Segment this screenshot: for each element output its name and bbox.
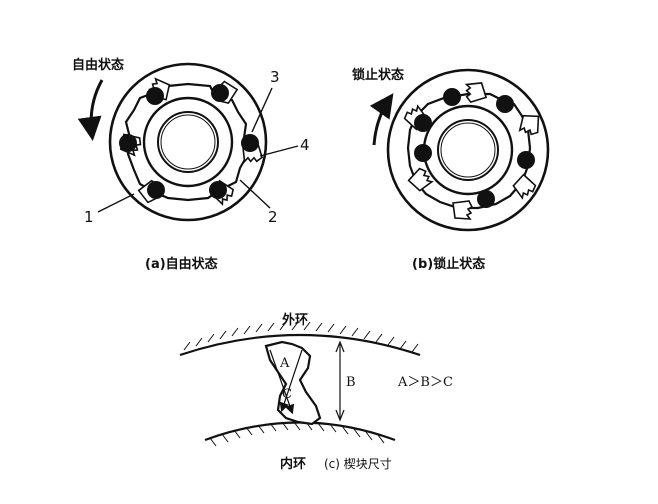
roller-b5 xyxy=(414,144,432,162)
dimension-a-label: A xyxy=(279,356,290,371)
cage-a xyxy=(124,82,250,202)
caption-b: (b)锁止状态 xyxy=(412,256,485,272)
inner-bore-edge-b xyxy=(440,122,496,178)
roller-b6 xyxy=(414,114,432,132)
leader-line-2 xyxy=(239,179,271,209)
leader-line-4 xyxy=(259,145,299,157)
inner-ring-hatching xyxy=(209,421,385,447)
roller-a3 xyxy=(241,134,259,152)
panel-c-wedge-dimensions: 外环 内环 (c) 楔块尺寸 A C B A＞B＞C xyxy=(179,312,453,472)
rotation-arrow-a xyxy=(77,79,104,141)
state-label-a: 自由状态 xyxy=(72,57,124,73)
outer-ring-a xyxy=(108,62,268,222)
dimension-b-arrow-bottom xyxy=(335,409,345,422)
roller-b4 xyxy=(477,190,495,208)
callout-3: 3 xyxy=(270,68,280,86)
inner-hub-a xyxy=(142,96,234,188)
dimension-b-label: B xyxy=(346,375,356,390)
rotation-arrow-b xyxy=(369,93,394,146)
inner-bore-a xyxy=(157,111,219,173)
dimension-c-label: C xyxy=(282,387,292,402)
inner-ring-arc xyxy=(204,421,396,442)
wedge-profile xyxy=(264,340,322,426)
caption-c: (c) 楔块尺寸 xyxy=(324,457,392,471)
dimension-c-line xyxy=(279,349,303,413)
inner-ring-label: 内环 xyxy=(280,456,306,472)
leader-line-3 xyxy=(251,87,273,133)
roller-a2 xyxy=(211,84,229,102)
roller-b1 xyxy=(443,88,461,106)
outer-ring-label: 外环 xyxy=(281,312,308,328)
roller-a4 xyxy=(209,181,227,199)
leader-line-1 xyxy=(97,193,135,213)
callout-4: 4 xyxy=(300,136,310,154)
wedge-block-b5 xyxy=(463,80,488,104)
inner-bore-edge-a xyxy=(160,114,216,170)
inner-bore-b xyxy=(437,119,499,181)
dimension-relation: A＞B＞C xyxy=(397,375,453,390)
wedge-block-b4 xyxy=(518,112,542,137)
roller-b3 xyxy=(517,151,535,169)
dimension-b-arrow-top xyxy=(335,340,345,353)
roller-a1 xyxy=(146,87,164,105)
wedge-block-b2 xyxy=(452,200,473,220)
caption-a: (a)自由状态 xyxy=(145,256,218,272)
callout-2: 2 xyxy=(268,208,278,226)
outer-ring-arc xyxy=(179,333,421,357)
outer-ring-b xyxy=(386,68,550,232)
panel-a-free-state: 自由状态 1 2 3 4 (a)自由状态 xyxy=(72,57,310,272)
roller-a6 xyxy=(119,134,137,152)
callout-1: 1 xyxy=(84,208,94,226)
panel-b-locked-state: 锁止状态 (b)锁止状态 xyxy=(352,67,550,272)
roller-b2 xyxy=(496,95,514,113)
state-label-b: 锁止状态 xyxy=(352,67,404,83)
roller-a5 xyxy=(147,181,165,199)
outer-ring-hatching xyxy=(183,321,419,353)
